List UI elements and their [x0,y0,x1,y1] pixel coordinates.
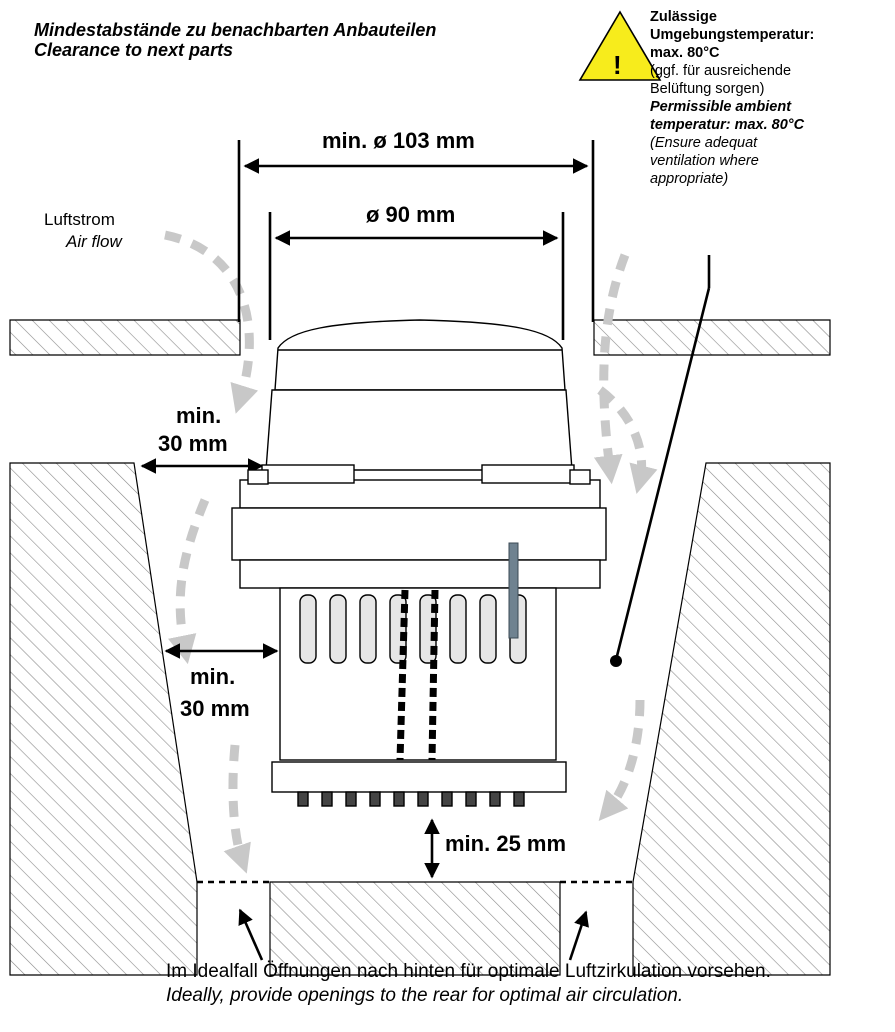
note-en-line-2: ventilation where [650,153,759,169]
footer-note: Im Idealfall Öffnungen nach hinten für o… [166,960,886,1008]
outer-diameter-label: min. ø 103 mm [322,128,475,153]
note-de-line-1: (ggf. für ausreichende [650,63,792,79]
footer-german: Im Idealfall Öffnungen nach hinten für o… [166,961,771,982]
page-title: Mindestabstände zu benachbarten Anbautei… [34,20,436,60]
note-en-bold-2: temperatur: max. 80°C [650,117,805,133]
warning-triangle-icon [578,10,662,81]
airflow-label-en: Air flow [66,232,122,251]
note-de-bold-2: Umgebungstemperatur: [650,27,815,43]
note-de-bold-1: Zulässige [650,9,717,25]
right-wall [632,462,831,976]
hatched-walls [9,319,831,976]
note-en-line-1: (Ensure adequat [650,135,758,151]
inner-diameter-label: ø 90 mm [366,202,456,227]
note-de-bold-3: max. 80°C [650,45,720,61]
top-right-plate [593,319,831,356]
device-body [231,319,607,807]
left-wall [9,462,198,976]
device-fins [299,594,527,664]
device-terminals [297,791,525,807]
note-de-line-2: Belüftung sorgen) [650,81,765,97]
bottom-block [269,881,561,976]
airflow-label-de: Luftstrom [44,210,115,229]
temperature-note: Zulässige Umgebungstemperatur: max. 80°C… [650,8,890,188]
title-english: Clearance to next parts [34,40,234,60]
side-clearance-mid-label-1: min. [190,664,236,689]
side-clearance-top-label-1: min. [176,403,222,428]
note-en-line-3: appropriate) [650,171,729,187]
footer-english: Ideally, provide openings to the rear fo… [166,985,684,1006]
note-en-bold-1: Permissible ambient [650,99,792,115]
title-german: Mindestabstände zu benachbarten Anbautei… [34,20,437,40]
side-clearance-mid-label-2: 30 mm [180,696,250,721]
top-left-plate [9,319,241,356]
device-upper-body [265,389,573,471]
bottom-clearance-label: min. 25 mm [445,831,567,856]
dimension-lines [140,140,711,961]
warning-symbol: ! [613,50,622,80]
device-cap [274,319,566,391]
temperature-pointer-dot [610,655,622,667]
side-clearance-top-label-2: 30 mm [158,431,228,456]
